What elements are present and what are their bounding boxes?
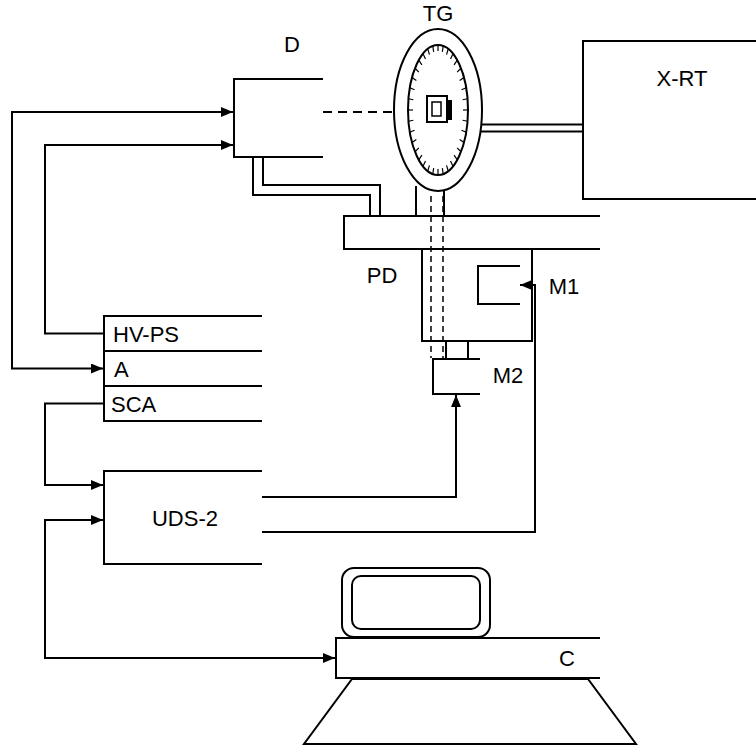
scale-tick <box>460 78 464 81</box>
node-label: PD <box>367 265 398 287</box>
shaft-line <box>430 196 432 358</box>
ring-inner <box>408 45 468 175</box>
analyser-box: SCA <box>103 385 262 422</box>
cable-core <box>258 158 375 215</box>
scale-tick <box>463 109 468 110</box>
node-label: TG <box>423 3 454 25</box>
scale-tick <box>442 46 444 52</box>
scale-tick <box>410 130 415 132</box>
detector-box: D <box>233 78 323 158</box>
node-label: SCA <box>111 394 156 416</box>
scale-tick <box>460 140 464 143</box>
goniometer-ring: TG <box>393 28 483 192</box>
node-label: UDS-2 <box>152 508 218 530</box>
scale-tick <box>457 68 461 72</box>
scale-tick <box>442 168 444 174</box>
scale-tick <box>461 88 466 90</box>
scale-tick <box>447 49 449 55</box>
scale-tick <box>451 161 454 166</box>
signal-line <box>262 285 535 532</box>
scale-tick <box>463 99 468 100</box>
scale-tick <box>451 54 454 59</box>
amplifier-box: A <box>103 350 262 387</box>
scale-tick <box>437 169 438 175</box>
node-label: M1 <box>549 276 580 298</box>
beam-path <box>323 111 395 113</box>
signal-line <box>45 404 103 486</box>
scale-tick <box>454 155 457 160</box>
xray-tube-box: X-RT <box>582 40 756 200</box>
node-label: HV-PS <box>113 324 179 346</box>
motor-box: M1 <box>477 265 520 305</box>
shaft-line <box>442 196 444 358</box>
scale-tick <box>419 155 422 160</box>
node-label: A <box>114 359 129 381</box>
scale-tick <box>412 78 416 81</box>
sample <box>432 102 441 116</box>
drive-housing <box>422 249 532 341</box>
scale-tick <box>437 45 438 51</box>
signal-line <box>262 395 456 497</box>
scale-tick <box>408 99 413 100</box>
goniometer-outline <box>393 28 483 192</box>
scale-tick <box>432 168 434 174</box>
scale-tick <box>423 161 426 166</box>
cable-connector <box>480 124 582 133</box>
scale-tick <box>432 46 434 52</box>
sample-clamp <box>447 100 452 120</box>
controller-box: UDS-2 <box>103 470 262 565</box>
cable-connector <box>258 158 375 215</box>
cable-core <box>480 126 582 131</box>
sample-holder <box>427 96 447 122</box>
motor-box: M2 <box>432 358 480 395</box>
scale-tick <box>419 60 422 65</box>
platform-plate: PD <box>343 215 600 250</box>
ring-outer <box>394 29 482 191</box>
scale-tick <box>447 165 449 171</box>
scale-tick <box>457 148 461 152</box>
scale-tick <box>428 165 430 171</box>
scale-tick <box>415 148 419 152</box>
monitor-screen <box>352 576 480 629</box>
scale-tick <box>461 130 466 132</box>
scale-tick <box>410 88 415 90</box>
node-label: D <box>284 34 300 56</box>
node-label: X-RT <box>657 68 708 90</box>
scale-tick <box>428 49 430 55</box>
monitor-case <box>342 568 490 637</box>
scale-tick <box>412 140 416 143</box>
node-label: M2 <box>493 365 524 387</box>
keyboard <box>304 679 636 744</box>
motor-coupling <box>446 341 468 359</box>
power-supply-box: HV-PS <box>103 315 262 352</box>
computer-base: C <box>335 637 600 679</box>
scale-tick <box>463 120 468 121</box>
signal-line <box>45 145 233 334</box>
scale-tick <box>415 68 419 72</box>
scale-tick <box>408 109 413 110</box>
node-label: C <box>559 648 575 670</box>
scale-tick <box>423 54 426 59</box>
scale-tick <box>454 60 457 65</box>
scale-tick <box>408 120 413 121</box>
